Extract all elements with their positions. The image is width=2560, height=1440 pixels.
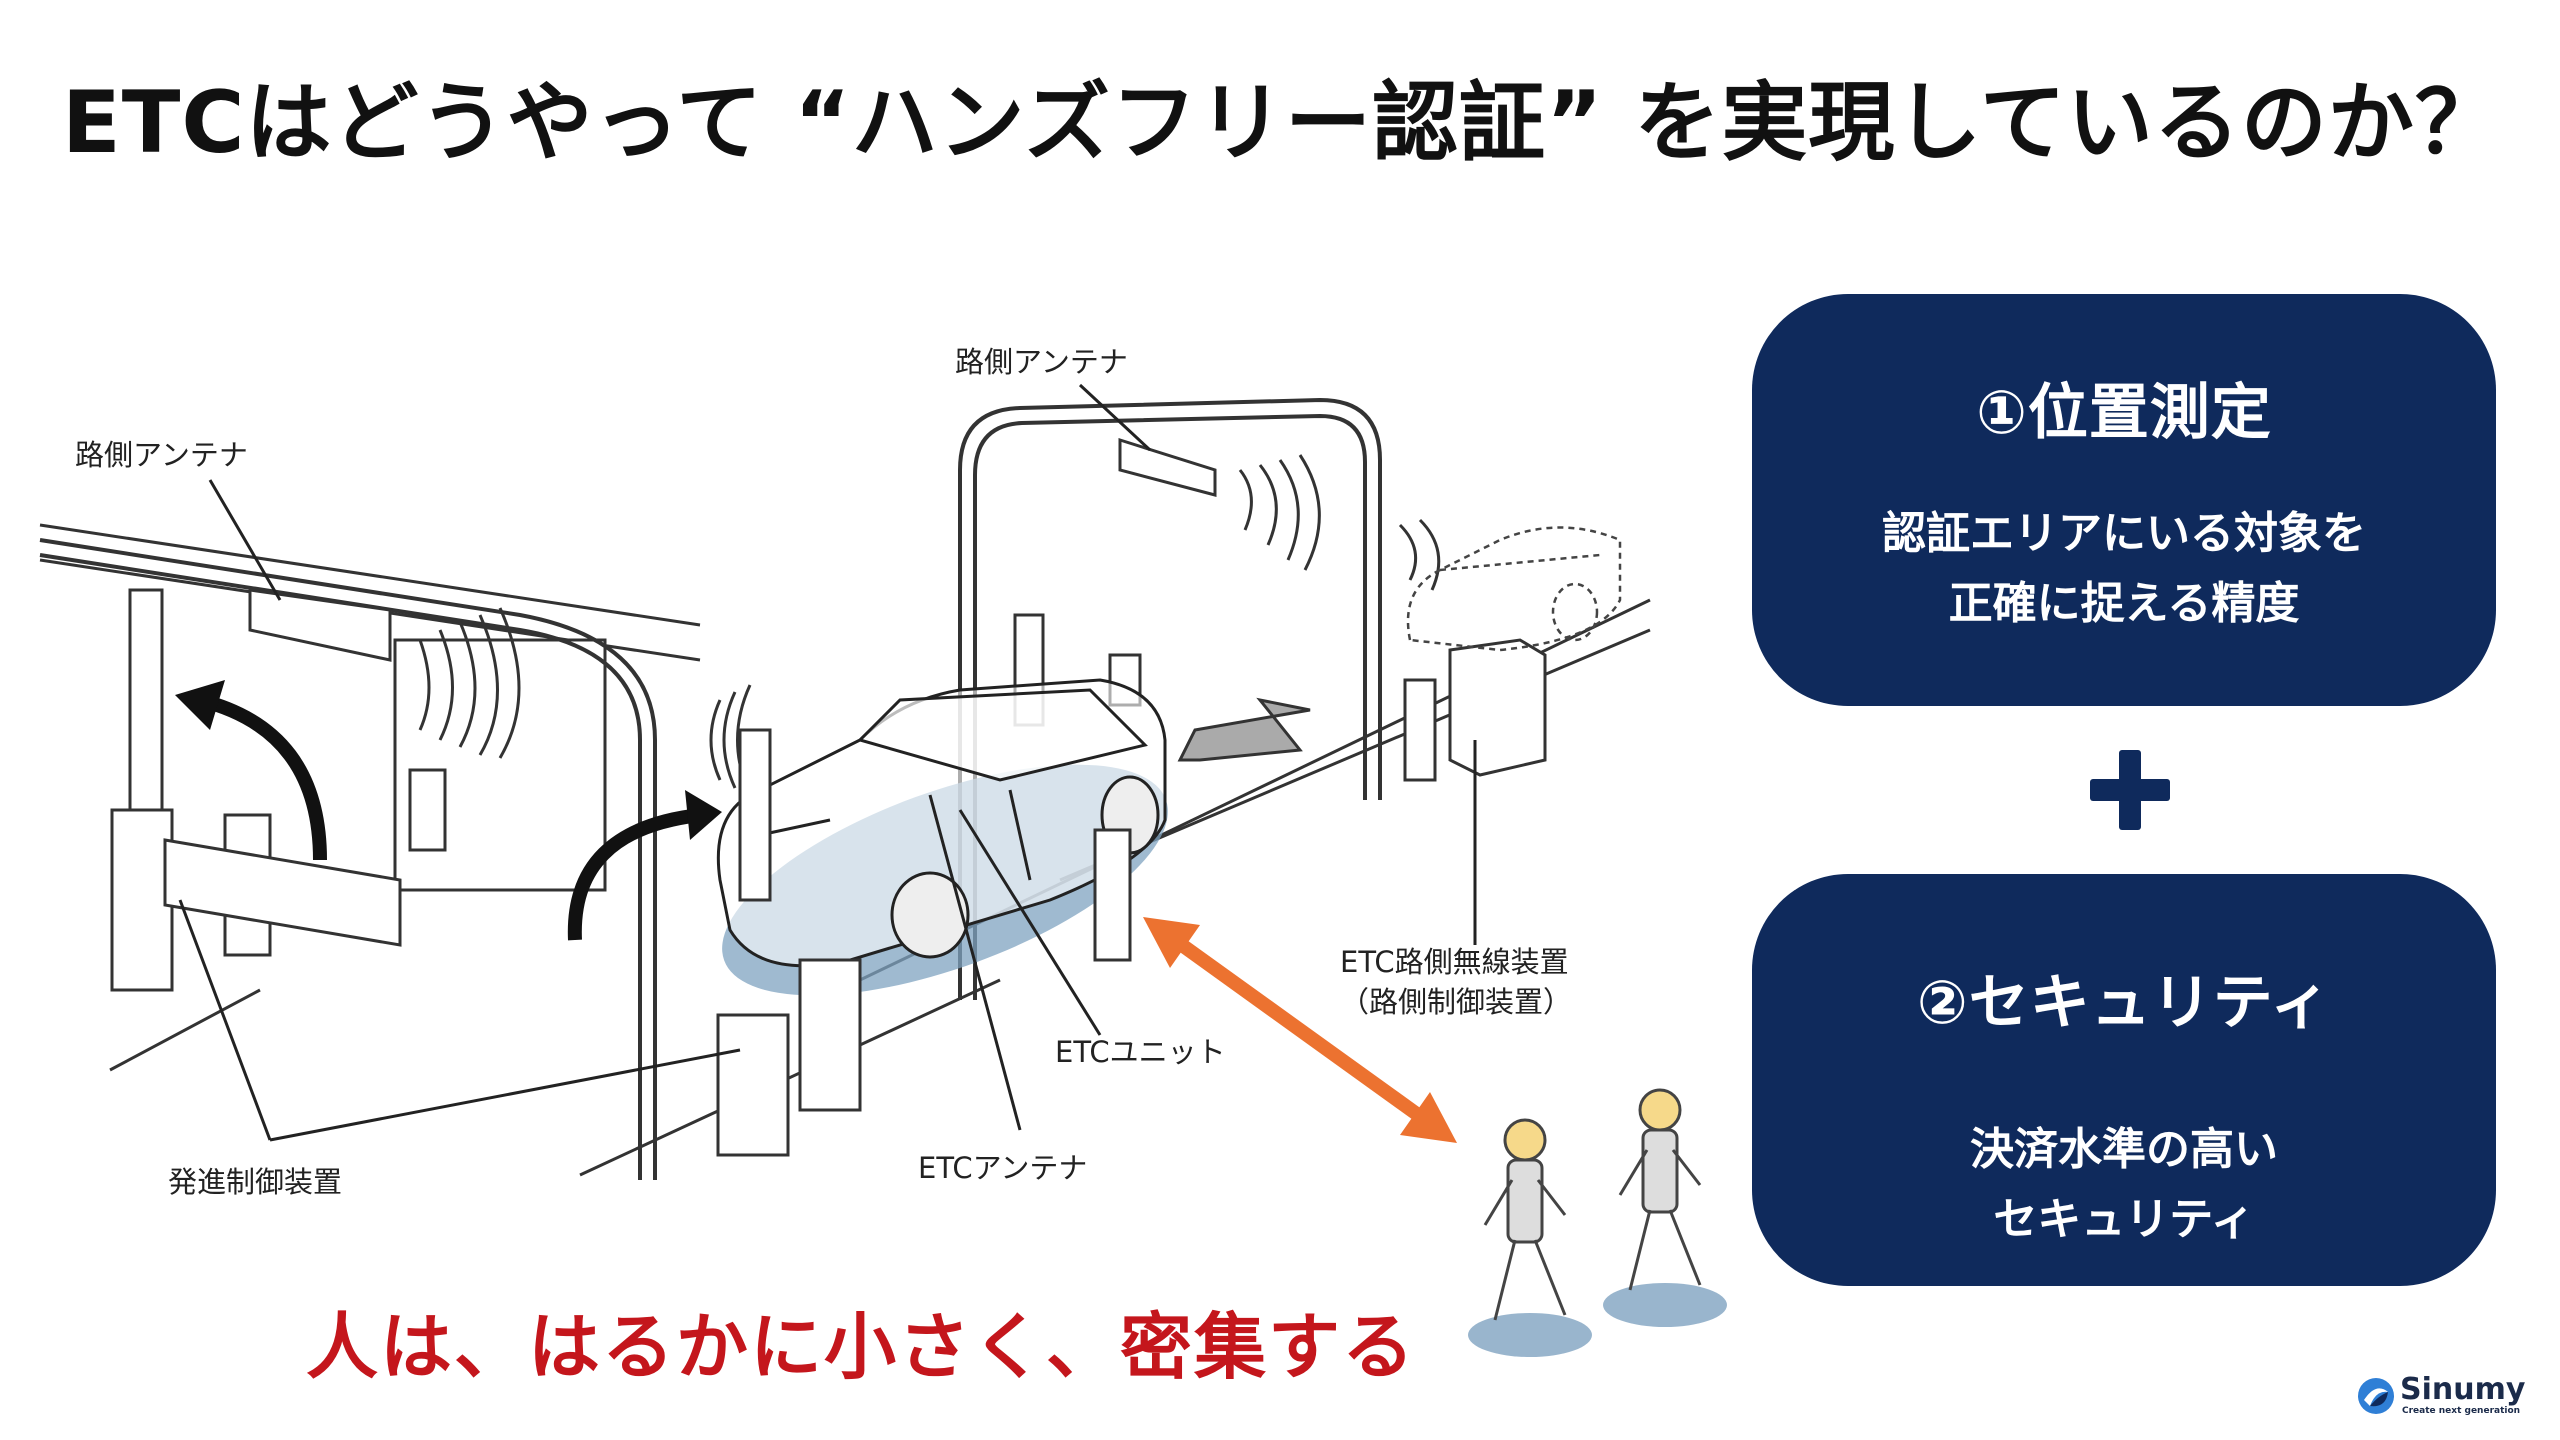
card-position-measurement: ①位置測定 認証エリアにいる対象を 正確に捉える精度 (1752, 294, 2496, 706)
booth-left (110, 588, 607, 992)
label-antenna-left: 路側アンテナ (75, 438, 248, 472)
sinumy-logo-icon (2358, 1378, 2394, 1414)
label-antenna-right: 路側アンテナ (955, 345, 1128, 379)
arrow-head-right-icon (685, 790, 722, 840)
barrier-arrows (198, 693, 701, 941)
wave-arcs-right (1238, 454, 1441, 591)
callout-text: 人は、はるかに小さく、密集する (306, 1305, 1417, 1389)
person-1-icon (1483, 1118, 1567, 1321)
antenna-left-icon (248, 588, 392, 662)
card-heading: ①位置測定 (1976, 378, 2272, 448)
card-description: 認証エリアにいる対象を 正確に捉える精度 (1752, 499, 2496, 639)
distance-arrow (1143, 917, 1457, 1143)
page-title: ETCはどうやって “ハンズフリー認証” を実現しているのか？ (62, 73, 2502, 173)
label-etc-antenna: ETCアンテナ (918, 1151, 1087, 1185)
card-desc-line: セキュリティ (1993, 1194, 2255, 1245)
label-roadside-radio: ETC路側無線装置 (1340, 945, 1569, 979)
logo-tagline: Create next generation (2402, 1406, 2521, 1416)
card-security: ②セキュリティ 決済水準の高い セキュリティ (1752, 874, 2496, 1286)
walking-people (1468, 1088, 1727, 1357)
card-description: 決済水準の高い セキュリティ (1752, 1115, 2496, 1255)
car-background (1406, 526, 1622, 652)
right-gantry (958, 397, 1382, 1000)
card-desc-line: 正確に捉える精度 (1948, 578, 2300, 629)
arrow-head-left-icon (175, 680, 225, 730)
left-gantry (39, 538, 657, 1180)
leader-lines (178, 383, 1477, 1142)
antenna-right-icon (1118, 437, 1217, 497)
plus-icon (2090, 750, 2170, 830)
sinumy-logo: Sinumy Create next generation (2356, 1372, 2546, 1420)
person-2-icon (1618, 1088, 1702, 1291)
card-desc-line: 認証エリアにいる対象を (1882, 508, 2366, 559)
label-roadside-control: （路側制御装置） (1340, 985, 1572, 1019)
car-main (716, 678, 1167, 968)
direction-arrow-icon (1177, 697, 1311, 762)
logo-name: Sinumy (2400, 1372, 2526, 1407)
card-desc-line: 決済水準の高い (1970, 1124, 2278, 1175)
card-heading: ②セキュリティ (1916, 968, 2332, 1038)
label-departure-control: 発進制御装置 (168, 1165, 342, 1199)
label-etc-unit: ETCユニット (1055, 1035, 1226, 1069)
pillars-front (716, 728, 1132, 1157)
